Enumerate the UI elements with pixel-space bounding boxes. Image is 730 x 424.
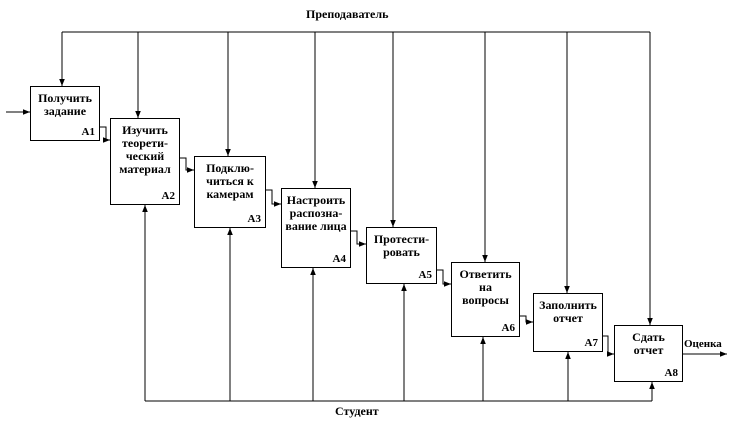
output-label: Оценка [684,338,722,350]
activity-box-a4[interactable]: Настроить распозна- вание лица A4 [281,188,351,268]
activity-title: Изучить теорети- ческий материал [119,123,171,176]
flow-arrow-a2-a3 [180,157,194,173]
activity-title: Заполнить отчет [539,298,597,325]
activity-code: A1 [81,126,95,138]
activity-box-a8[interactable]: Сдать отчет A8 [614,325,683,382]
activity-box-a6[interactable]: Ответить на вопросы A6 [451,262,520,337]
control-label: Преподаватель [306,7,389,21]
activity-title: Протести- ровать [373,232,430,259]
activity-code: A5 [418,269,432,281]
activity-box-a5[interactable]: Протести- ровать A5 [366,227,437,284]
flow-arrow-a7-a8 [603,335,614,357]
activity-title: Сдать отчет [632,330,665,357]
flow-arrow-a5-a6 [437,269,451,287]
flow-arrow-a1-a2 [100,126,110,143]
activity-title: Настроить распозна- вание лица [285,193,347,233]
flow-arrow-a4-a5 [351,230,366,247]
activity-code: A6 [501,322,515,334]
mechanism-label: Студент [335,404,379,418]
activity-title: Подклю- читься к камерам [206,161,254,201]
flow-arrow-a6-a7 [520,315,533,325]
activity-title: Ответить на вопросы [459,267,512,307]
activity-title: Получить задание [38,91,92,118]
activity-box-a2[interactable]: Изучить теорети- ческий материал A2 [110,118,180,205]
activity-code: A4 [332,253,346,265]
activity-box-a7[interactable]: Заполнить отчет A7 [533,293,603,352]
activity-code: A7 [584,337,598,349]
flow-arrow-a3-a4 [266,189,281,207]
activity-box-a1[interactable]: Получить задание A1 [30,86,100,141]
activity-box-a3[interactable]: Подклю- читься к камерам A3 [194,156,266,228]
activity-code: A3 [247,213,261,225]
activity-code: A8 [664,367,678,379]
activity-code: A2 [161,190,175,202]
